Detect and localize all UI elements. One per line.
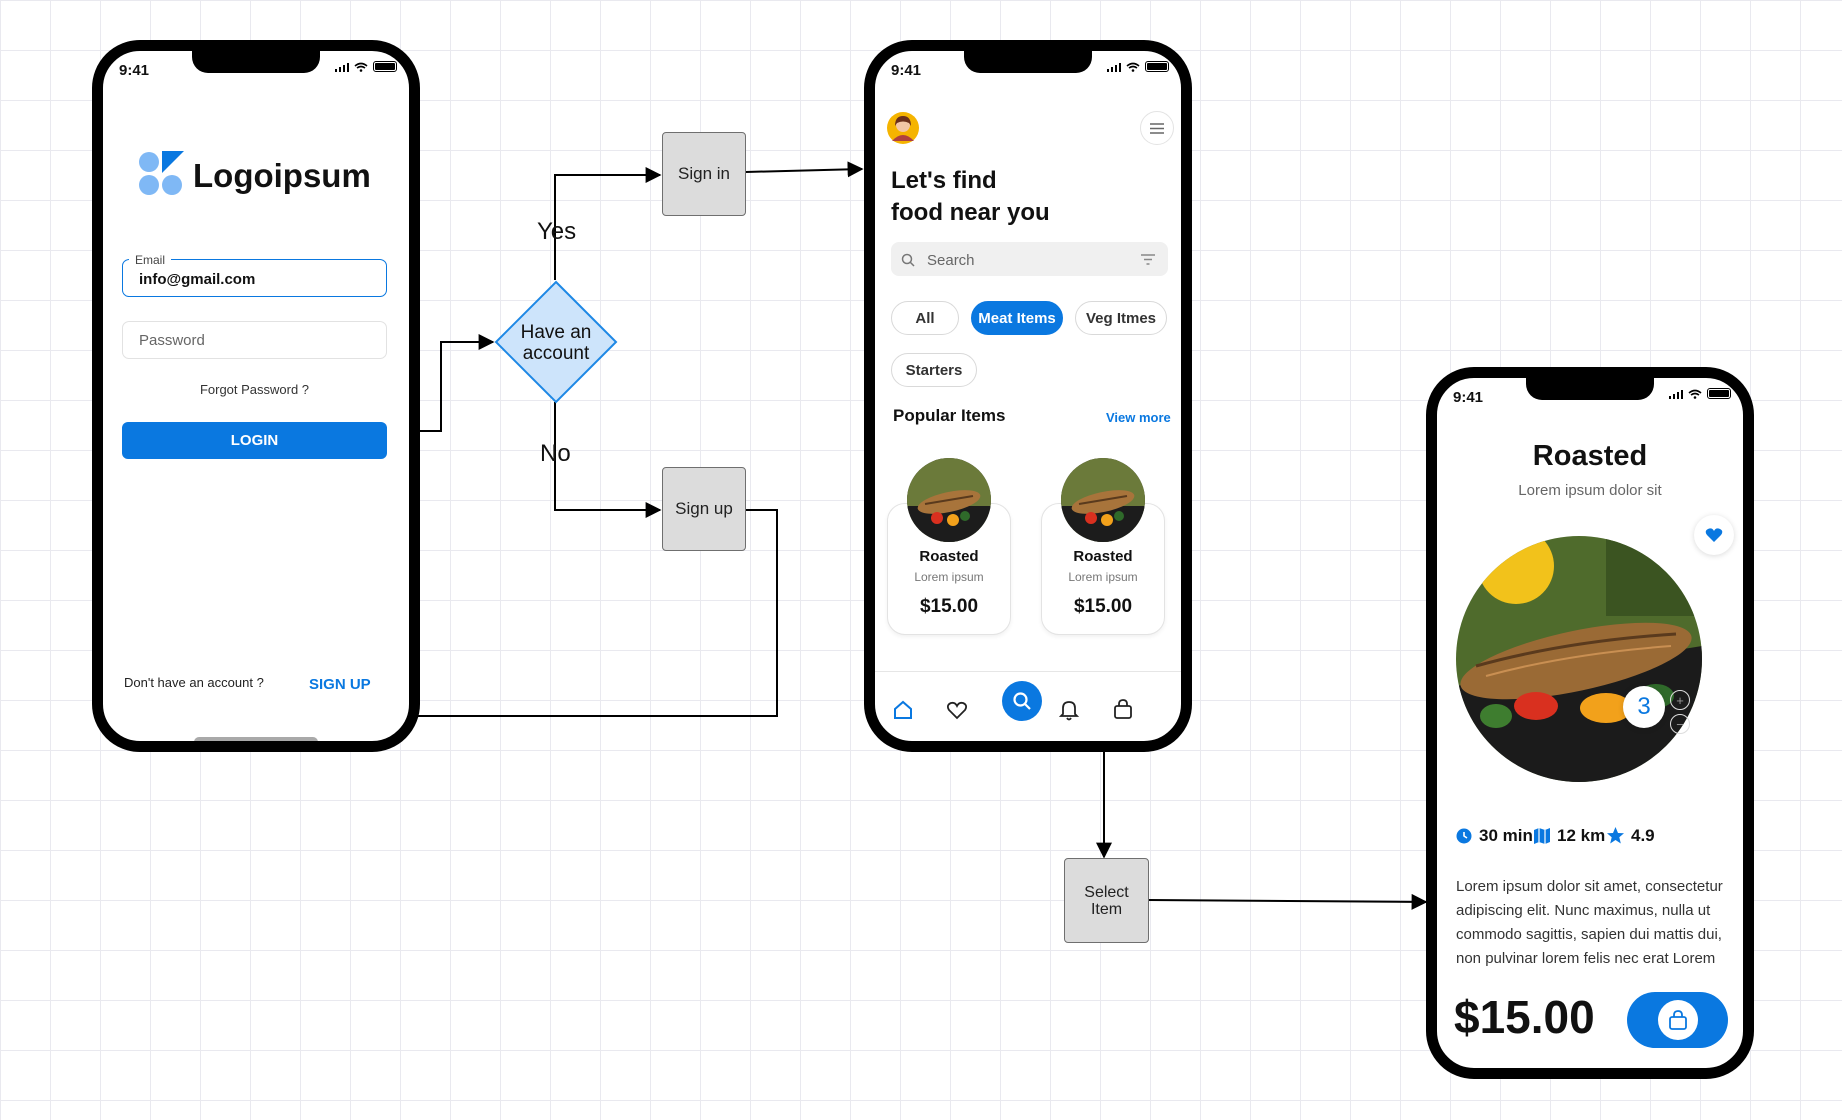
- bell-icon[interactable]: [1059, 699, 1079, 721]
- heading-line-1: Let's find: [891, 167, 997, 194]
- phone-notch: [964, 51, 1092, 73]
- time-value: 30 min: [1479, 826, 1533, 845]
- home-indicator: [194, 737, 318, 741]
- yes-label: Yes: [537, 218, 577, 245]
- bag-icon-wrapper: [1657, 1000, 1698, 1040]
- battery-icon: [373, 61, 397, 72]
- decrement-button[interactable]: −: [1670, 714, 1690, 734]
- battery-icon: [1707, 388, 1731, 399]
- rating-value: 4.9: [1631, 826, 1655, 845]
- home-screen: 9:41 Let's find food near you Search All…: [864, 40, 1192, 752]
- heart-icon: [1705, 528, 1723, 542]
- password-field[interactable]: [122, 321, 387, 359]
- logo-mark-icon: [139, 151, 184, 195]
- filter-icon[interactable]: [1141, 254, 1155, 265]
- phone-notch: [192, 51, 320, 73]
- dish-image: [1456, 536, 1702, 782]
- no-label: No: [540, 440, 571, 467]
- wifi-icon: [1126, 62, 1140, 72]
- connector-signin-to-home: [745, 161, 864, 178]
- filter-meat-items[interactable]: Meat Items: [971, 301, 1063, 335]
- status-icons: [335, 61, 397, 72]
- detail-screen: 9:41 Roasted Lorem ipsum dolor sit 3 + −…: [1426, 367, 1754, 1079]
- connector-select-to-detail: [1147, 893, 1428, 910]
- food-card-subtitle: Lorem ipsum: [914, 570, 984, 584]
- increment-button[interactable]: +: [1670, 690, 1690, 710]
- food-image: [1061, 458, 1145, 542]
- detail-subtitle: Lorem ipsum dolor sit: [1518, 482, 1662, 499]
- connector-yes-to-signin: [554, 167, 662, 280]
- forgot-password-link[interactable]: Forgot Password ?: [199, 382, 310, 397]
- search-icon: [901, 253, 915, 267]
- clock-icon: [1456, 828, 1472, 844]
- battery-icon: [1145, 61, 1169, 72]
- signal-icon: [335, 62, 349, 72]
- connector-no-to-signup: [554, 402, 662, 518]
- select-item-node[interactable]: Select Item: [1064, 858, 1149, 943]
- search-bar[interactable]: [891, 242, 1168, 276]
- detail-price: $15.00: [1454, 991, 1595, 1043]
- wifi-icon: [1688, 389, 1702, 399]
- filter-all[interactable]: All: [891, 301, 959, 335]
- detail-title: Roasted: [1532, 440, 1648, 472]
- food-card[interactable]: Roasted Lorem ipsum $15.00: [1041, 458, 1165, 635]
- food-image: [907, 458, 991, 542]
- no-account-text: Don't have an account ?: [124, 675, 264, 690]
- phone-notch: [1526, 378, 1654, 400]
- password-placeholder: Password: [139, 332, 205, 349]
- menu-button[interactable]: [1140, 111, 1174, 145]
- add-to-cart-button[interactable]: [1627, 992, 1728, 1048]
- bag-icon: [1668, 1010, 1687, 1030]
- filter-veg-items[interactable]: Veg Itmes: [1075, 301, 1167, 335]
- status-time: 9:41: [119, 62, 150, 79]
- favorite-button[interactable]: [1694, 515, 1734, 555]
- heart-icon[interactable]: [946, 699, 968, 721]
- bag-icon[interactable]: [1113, 698, 1133, 720]
- email-label: Email: [129, 253, 172, 267]
- map-icon: [1534, 828, 1550, 844]
- view-more-link[interactable]: View more: [1106, 410, 1171, 425]
- search-nav-button[interactable]: [1002, 681, 1042, 721]
- status-time: 9:41: [891, 62, 922, 79]
- filter-starters[interactable]: Starters: [891, 353, 977, 387]
- food-card[interactable]: Roasted Lorem ipsum $15.00: [887, 458, 1011, 635]
- signal-icon: [1669, 389, 1683, 399]
- description: Lorem ipsum dolor sit amet, consectetur …: [1456, 878, 1723, 967]
- login-button[interactable]: LOGIN: [122, 422, 387, 459]
- decision-label: Have an account: [520, 322, 592, 364]
- email-value: info@gmail.com: [139, 271, 256, 288]
- sign-in-node[interactable]: Sign in: [662, 132, 746, 216]
- section-title: Popular Items: [893, 406, 1006, 425]
- food-card-price: $15.00: [919, 596, 979, 617]
- search-icon: [1013, 692, 1031, 710]
- bottom-nav-divider: [875, 671, 1181, 672]
- avatar[interactable]: [886, 111, 920, 145]
- food-card-subtitle: Lorem ipsum: [1068, 570, 1138, 584]
- distance-value: 12 km: [1557, 826, 1606, 845]
- status-time: 9:41: [1453, 389, 1484, 406]
- wifi-icon: [354, 62, 368, 72]
- quantity-value: 3: [1637, 693, 1651, 720]
- status-icons: [1669, 388, 1731, 399]
- food-card-price: $15.00: [1073, 596, 1133, 617]
- food-card-title: Roasted: [1073, 548, 1133, 565]
- login-screen: 9:41 Logoipsum Email info@gmail.com Pass…: [92, 40, 420, 752]
- sign-up-link[interactable]: SIGN UP: [309, 676, 371, 693]
- signal-icon: [1107, 62, 1121, 72]
- email-field[interactable]: [122, 259, 387, 297]
- quantity-badge: 3: [1623, 686, 1665, 728]
- star-icon: [1607, 827, 1624, 844]
- search-placeholder: Search: [927, 252, 975, 269]
- heading-line-2: food near you: [891, 199, 1050, 226]
- menu-icon: [1150, 122, 1164, 134]
- status-icons: [1107, 61, 1169, 72]
- food-card-title: Roasted: [919, 548, 979, 565]
- sign-up-node[interactable]: Sign up: [662, 467, 746, 551]
- home-icon[interactable]: [892, 699, 914, 721]
- logo-text: Logoipsum: [193, 157, 371, 194]
- decision-diamond: [494, 280, 618, 404]
